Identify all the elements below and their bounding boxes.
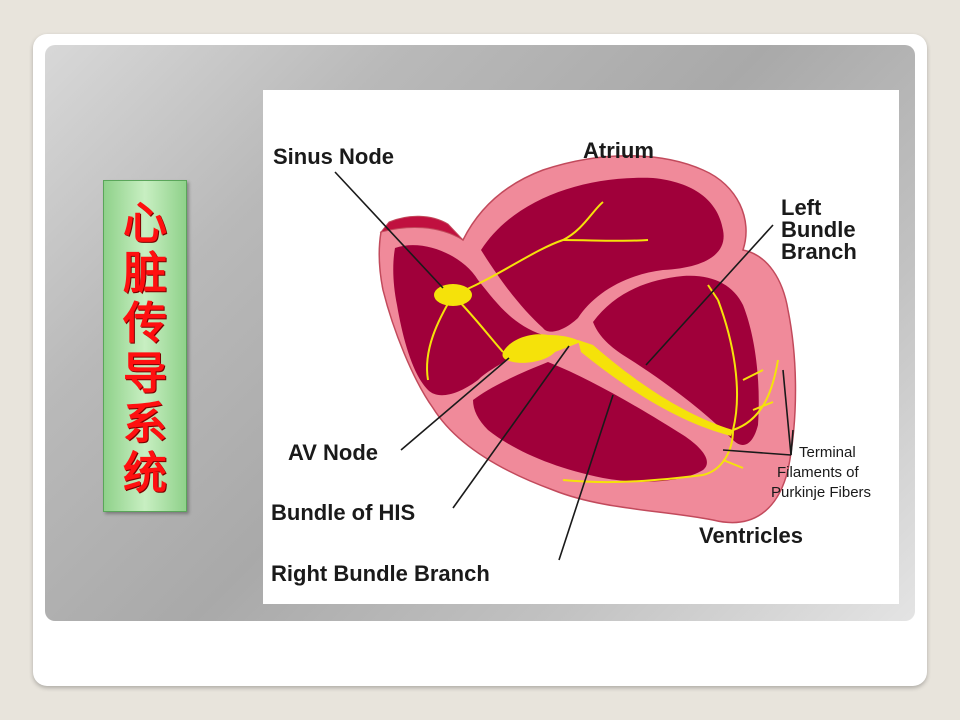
- leader-lines: [334, 171, 794, 561]
- label-av-node: AV Node: [288, 440, 379, 465]
- label-left-bundle-branch-line2: Bundle: [781, 217, 856, 242]
- label-terminal-line2: Filaments of: [777, 464, 859, 481]
- label-right-bundle-branch: Right Bundle Branch: [271, 561, 490, 586]
- heart-conduction-diagram: Sinus Node Atrium Left Bundle Branch AV …: [263, 90, 899, 604]
- label-left-bundle-branch-line1: Left: [781, 195, 822, 220]
- label-left-bundle-branch-line3: Branch: [781, 239, 857, 264]
- label-terminal-line3: Purkinje Fibers: [771, 484, 872, 501]
- label-atrium: Atrium: [583, 138, 654, 163]
- left-atrium-chamber: [481, 177, 724, 332]
- heart-illustration: [334, 155, 797, 561]
- av-node-shape: [502, 334, 581, 363]
- label-sinus-node: Sinus Node: [273, 144, 395, 169]
- label-bundle-of-his: Bundle of HIS: [271, 500, 416, 525]
- conduction-fibers: [426, 201, 779, 484]
- right-ventricle-chamber: [473, 362, 707, 482]
- vessel-stub: [379, 215, 464, 241]
- slide-title: 心脏传导系统: [123, 198, 167, 499]
- label-ventricles: Ventricles: [699, 523, 803, 548]
- bundle-of-his-shape: [578, 340, 733, 436]
- label-terminal-line1: Terminal: [799, 444, 856, 461]
- title-box: 心脏传导系统: [103, 180, 187, 512]
- left-ventricle-chamber: [593, 275, 759, 445]
